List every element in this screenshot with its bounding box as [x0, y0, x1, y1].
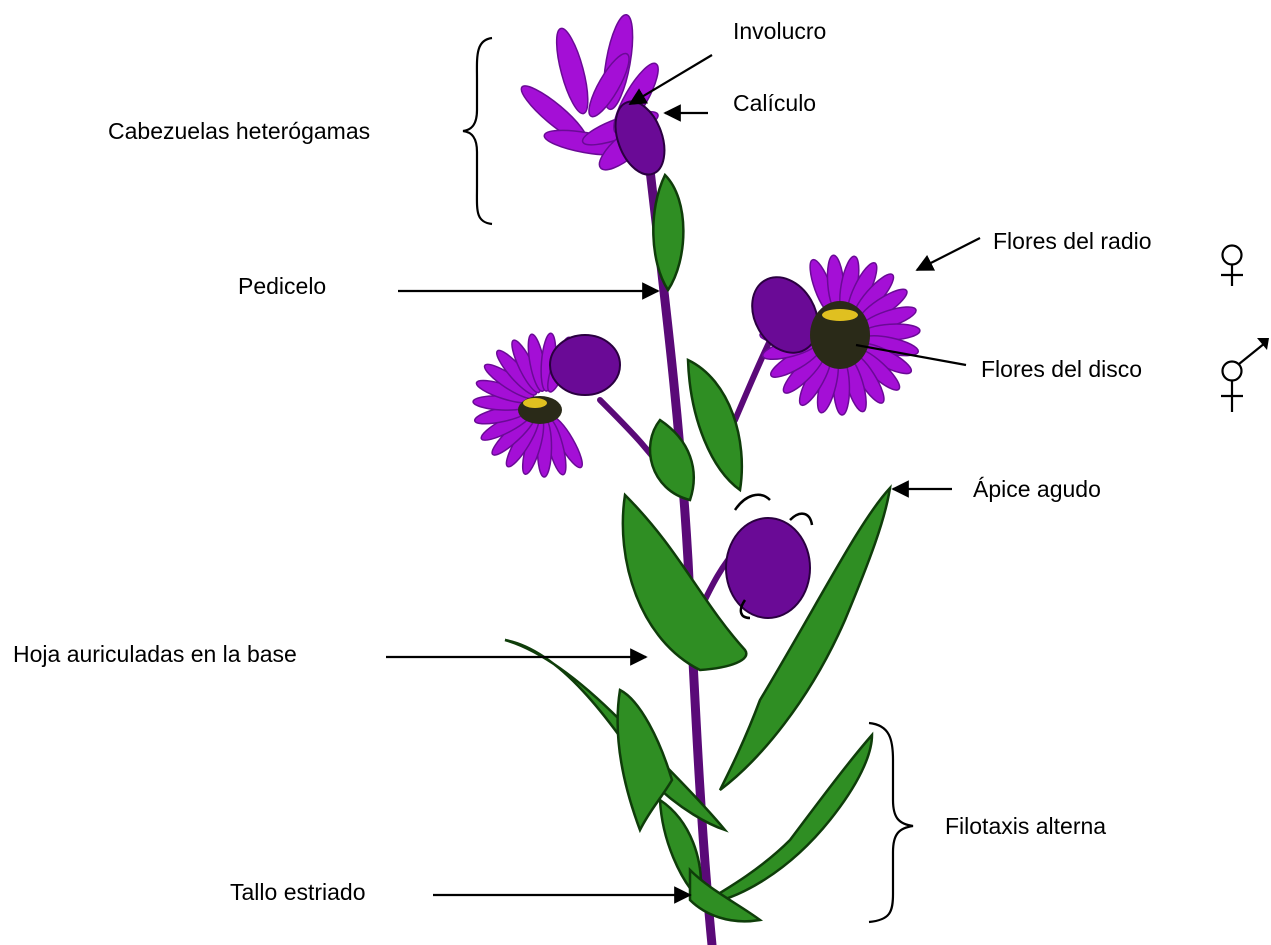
- label-hoja: Hoja auriculadas en la base: [13, 640, 297, 668]
- label-flores-disco: Flores del disco: [981, 355, 1142, 383]
- leaf-curl-loop: [650, 420, 694, 500]
- label-cabezuelas: Cabezuelas heterógamas: [108, 117, 370, 145]
- flower-head-right: [739, 255, 920, 416]
- flower-bud: [726, 495, 812, 618]
- leaf-lower-right: [700, 735, 872, 905]
- flower-head-top: [516, 13, 674, 182]
- flower-head-left: [473, 333, 620, 477]
- label-flores-radio: Flores del radio: [993, 227, 1152, 255]
- label-pedicelo: Pedicelo: [238, 272, 326, 300]
- label-apice: Ápice agudo: [973, 475, 1101, 503]
- label-tallo: Tallo estriado: [230, 878, 366, 906]
- bud-body: [726, 518, 810, 618]
- label-caliculo: Calículo: [733, 89, 816, 117]
- hermaphrodite-sign-icon: [1207, 334, 1271, 418]
- flores-radio-pointer: [917, 238, 980, 270]
- left-head-pollen: [523, 398, 547, 408]
- right-head-pollen: [822, 309, 858, 321]
- left-head-involucre: [550, 335, 620, 395]
- female-sign-icon: [1215, 242, 1249, 288]
- top-head-involucre: [606, 95, 673, 181]
- leaf-mid-curl: [688, 360, 742, 490]
- label-involucro: Involucro: [733, 17, 826, 45]
- label-filotaxis: Filotaxis alterna: [945, 812, 1106, 840]
- cabezuelas-brace: [463, 38, 492, 224]
- filotaxis-brace: [869, 723, 913, 922]
